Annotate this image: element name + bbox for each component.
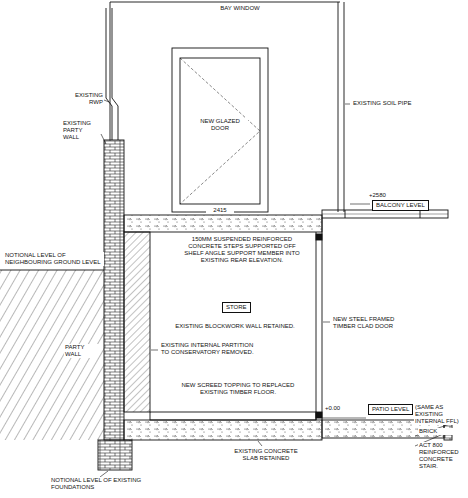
annotation-label: NEW STEEL FRAMED TIMBER CLAD DOOR [332,316,402,330]
annotation-label: NOTIONAL LEVEL OF EXISTING FOUNDATIONS [50,477,160,491]
annotation-label: EXISTING INTERNAL PARTITION TO CONSERVAT… [160,342,260,356]
annotation-label: +2580 [368,192,398,199]
annotation-label: +0.00 [324,405,354,412]
annotation-label: EXISTING SOIL PIPE [352,100,442,107]
annotation-label: BRICK [418,428,454,435]
annotation-label: EXISTING PARTY WALL [62,120,100,141]
level-tag: STORE [222,302,251,313]
tag-text: BALCONY LEVEL [376,202,425,209]
annotation-label: 150MM SUSPENDED REINFORCED CONCRETE STEP… [180,236,304,264]
annotation-label: PARTY WALL [64,344,98,358]
annotation-label: BAY WINDOW [200,5,280,12]
level-tag: PATIO LEVEL [368,404,413,415]
tag-text: PATIO LEVEL [372,406,409,413]
annotation-label: EXISTING BLOCKWORK WALL RETAINED. [160,323,310,330]
annotation-label: EXISTING RWP [64,92,104,106]
annotation-label: NEW SCREED TOPPING TO REPLACED EXISTING … [176,382,300,396]
annotation-label: 2415 [206,207,234,214]
annotation-label: (SAME AS EXISTING INTERNAL FFL) [414,404,466,425]
annotation-label: NOTIONAL LEVEL OF NEIGHBOURING GROUND LE… [4,252,104,266]
annotation-label: NEW GLAZED DOOR [192,118,248,132]
tag-text: STORE [226,304,247,311]
annotation-label: ACT 800 REINFORCED CONCRETE STAIR. [418,442,466,470]
annotation-label: EXISTING CONCRETE SLAB RETAINED [228,448,304,462]
level-tag: BALCONY LEVEL [372,200,429,211]
